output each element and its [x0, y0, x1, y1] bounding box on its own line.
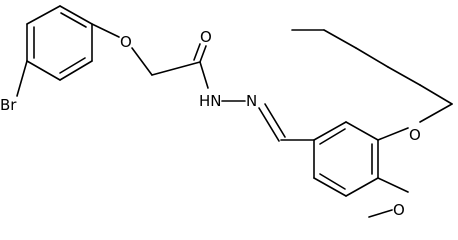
bond	[26, 5, 61, 25]
methoxy-oxygen-label: O	[393, 201, 405, 219]
bond	[313, 177, 347, 197]
bromophenyl-ring	[26, 5, 93, 81]
ether-oxygen-left-label: O	[120, 33, 132, 51]
bromine-label: Br	[0, 96, 17, 114]
c-br-bond	[16, 60, 28, 97]
bond	[313, 121, 347, 141]
bond	[323, 29, 357, 49]
hydrazide-nh-label: HN	[199, 92, 222, 110]
structure-canvas: Br O O HN N O O	[0, 5, 453, 219]
c-o-bond	[377, 177, 409, 193]
hexyl-chain	[291, 29, 453, 123]
bond	[26, 60, 61, 81]
ether-oxygen-right-label: O	[409, 126, 421, 144]
bond	[59, 5, 93, 25]
bond	[387, 66, 421, 86]
c-nh-bond	[199, 61, 209, 89]
molecule-drawing: Br O O HN N O O	[0, 5, 453, 219]
carbonyl-double-bond	[199, 45, 207, 63]
o-ch2-bond	[131, 47, 153, 76]
o-ch3-bond	[368, 209, 393, 218]
c-o-bond	[91, 23, 120, 38]
c-o-bond	[377, 127, 409, 141]
double-bond-inner	[319, 128, 346, 145]
double-bond-inner	[59, 57, 86, 74]
bond	[59, 60, 93, 81]
double-bond-inner	[319, 173, 346, 190]
ch2-co-bond	[151, 61, 201, 76]
carbonyl-double-bond	[193, 43, 201, 61]
imine-double-bond	[264, 103, 286, 138]
bond	[355, 47, 389, 68]
carbonyl-oxygen-label: O	[200, 28, 212, 46]
imine-double-bond	[258, 107, 280, 142]
bond	[345, 177, 379, 197]
bond	[419, 103, 453, 123]
bond	[345, 121, 379, 141]
bond	[419, 84, 453, 105]
methoxy-hexyloxy-phenyl-ring	[313, 121, 379, 197]
imine-nitrogen-label: N	[246, 92, 257, 110]
double-bond-inner	[60, 12, 87, 28]
